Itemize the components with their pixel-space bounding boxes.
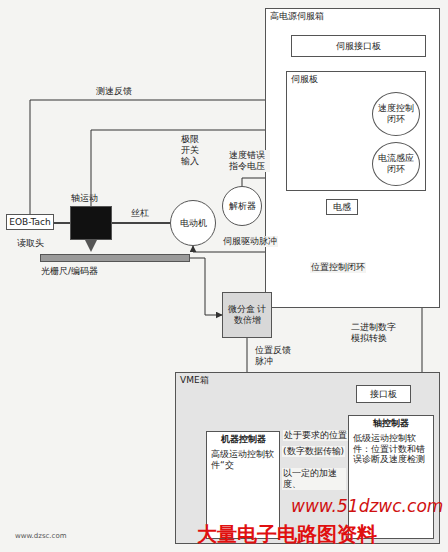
signal-label: 丝杠 — [130, 208, 150, 219]
component-box: 伺服接口板 — [291, 35, 426, 57]
component-box: EOB-Tach — [6, 214, 54, 230]
signal-label: 位置反馈脉冲 — [254, 345, 296, 367]
loop-circle: 电动机 — [170, 200, 216, 246]
component-box: 轴控制器低级运动控制软件：位置计数和错误诊断及速度检测 — [348, 415, 434, 539]
component-box: 伺服板速度控制闭环电流感应闭环 — [286, 71, 426, 191]
component-box: 轴运动 — [70, 206, 112, 240]
node-heading: 电动机 — [180, 218, 207, 229]
signal-label: 伺服驱动脉冲 — [222, 236, 278, 247]
node-heading: 接口板 — [370, 389, 397, 400]
signal-label: 以一定的加速度、 — [282, 468, 346, 490]
node-body: 高级运动控制软件“交 — [211, 449, 275, 471]
signal-label: 位置控制闭环 — [310, 262, 366, 273]
watermark: www.dzsc.com — [14, 532, 68, 540]
signal-label: 速度错误指令电压 — [228, 150, 270, 172]
loop-circle: 解析器 — [222, 186, 262, 226]
node-heading: 电流感应闭环 — [374, 153, 418, 175]
node-heading: 伺服板 — [291, 74, 421, 85]
node-body: 低级运动控制软件：位置计数和错误诊断及速度检测 — [353, 433, 429, 465]
node-heading: 轴运动 — [71, 193, 98, 204]
signal-line — [190, 258, 222, 315]
signal-label: 极限开关输入 — [180, 134, 204, 166]
node-heading: 伺服接口板 — [336, 41, 381, 52]
component-box: 接口板 — [356, 385, 411, 403]
read-head — [85, 240, 97, 252]
component-box: 微分盒 计数倍增 — [222, 292, 272, 338]
node-heading: 轴控制器 — [353, 418, 429, 429]
signal-label: 测速反馈 — [95, 86, 133, 97]
node-heading: 微分盒 计数倍增 — [224, 304, 270, 326]
loop-circle: 电流感应闭环 — [372, 142, 420, 186]
signal-label: 二进制数字模拟转换 — [350, 322, 400, 344]
component-box: 光栅尺/编码器 — [40, 254, 190, 262]
node-heading: 光栅尺/编码器 — [41, 266, 98, 277]
node-heading: 速度控制闭环 — [374, 103, 418, 125]
watermark: 大量电子电路图资料 — [196, 522, 378, 546]
node-heading: 高电源伺服箱 — [270, 11, 435, 22]
node-heading: EOB-Tach — [9, 217, 51, 228]
signal-label: 读取头 — [16, 238, 45, 249]
node-heading: 机器控制器 — [211, 434, 275, 445]
watermark: www.51dzwc.com — [290, 496, 444, 516]
node-heading: 电感 — [333, 202, 351, 213]
node-heading: 解析器 — [229, 201, 256, 212]
loop-circle: 速度控制闭环 — [372, 92, 420, 136]
signal-label: (数字数据传输) — [282, 446, 345, 457]
component-box: 电感 — [326, 199, 358, 215]
signal-label: 处于要求的位置 — [283, 430, 348, 441]
component-box: VME箱接口板轴控制器低级运动控制软件：位置计数和错误诊断及速度检测机器控制器高… — [175, 372, 440, 544]
